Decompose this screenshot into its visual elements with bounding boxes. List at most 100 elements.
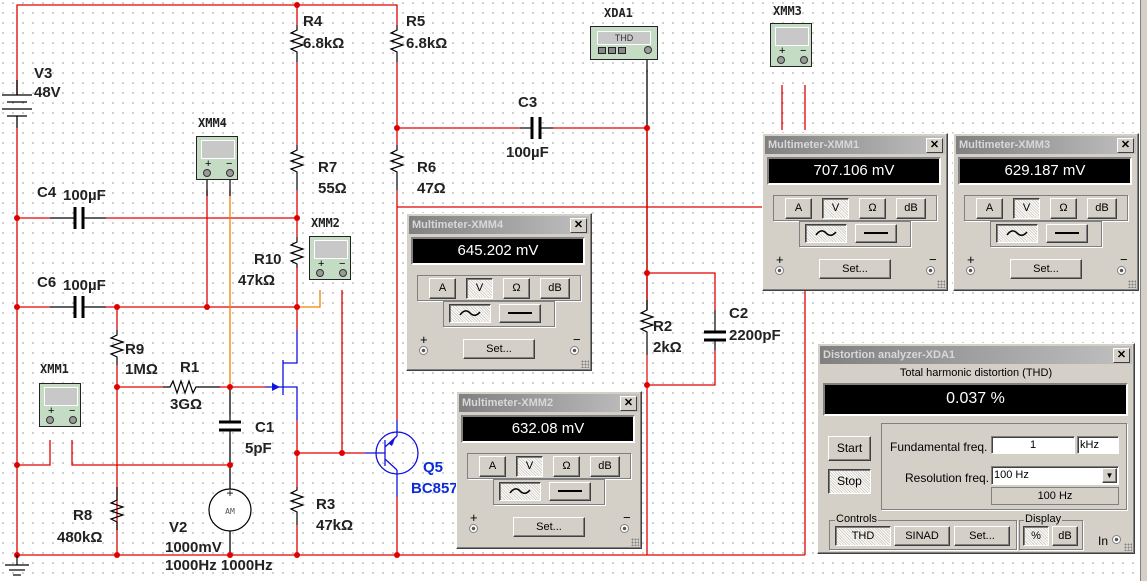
- resistor-R9: [109, 330, 125, 365]
- fundamental-freq-unit[interactable]: kHz: [1077, 436, 1119, 454]
- negative-terminal[interactable]: [620, 524, 629, 533]
- ohmmeter-button[interactable]: Ω: [553, 456, 580, 477]
- close-button[interactable]: ✕: [620, 396, 637, 411]
- thd-button[interactable]: THD: [835, 526, 891, 546]
- multimeter-icon-XMM3[interactable]: +−: [770, 23, 812, 67]
- percent-button[interactable]: %: [1023, 526, 1049, 546]
- close-button[interactable]: ✕: [570, 218, 587, 233]
- sinad-button[interactable]: SINAD: [894, 526, 950, 546]
- dc-button[interactable]: [1046, 224, 1088, 243]
- ammeter-button[interactable]: A: [429, 278, 456, 299]
- multimeter-icon-XMM1[interactable]: +−: [39, 383, 81, 427]
- window-titlebar[interactable]: Multimeter-XMM3 ✕: [956, 136, 1136, 154]
- resistor-R2: [639, 300, 655, 355]
- voltmeter-button[interactable]: V: [822, 198, 849, 219]
- positive-terminal[interactable]: [966, 266, 975, 275]
- stop-button[interactable]: Stop: [828, 469, 871, 494]
- resize-grip[interactable]: [581, 360, 589, 368]
- ground-symbol: [5, 555, 29, 576]
- positive-terminal[interactable]: [419, 346, 428, 355]
- voltmeter-button[interactable]: V: [1013, 198, 1040, 219]
- voltmeter-button[interactable]: V: [516, 456, 543, 477]
- window-title: Distortion analyzer-XDA1: [823, 349, 956, 361]
- start-button[interactable]: Start: [828, 436, 871, 461]
- resistor-R5: [389, 25, 405, 62]
- label-C1: C1: [255, 419, 275, 436]
- ohmmeter-button[interactable]: Ω: [503, 278, 530, 299]
- ac-button[interactable]: [499, 482, 541, 501]
- ac-button[interactable]: [805, 224, 847, 243]
- set-button[interactable]: Set...: [463, 339, 535, 359]
- thd-screen: THD: [597, 31, 651, 45]
- db-button[interactable]: dB: [1052, 526, 1078, 546]
- resize-grip[interactable]: [631, 538, 639, 546]
- set-button[interactable]: Set...: [954, 526, 1010, 546]
- multimeter-icon-XMM4[interactable]: +−: [196, 136, 238, 180]
- resistor-R10: [289, 237, 305, 268]
- negative-terminal[interactable]: [926, 266, 935, 275]
- ammeter-button[interactable]: A: [976, 198, 1003, 219]
- voltmeter-button[interactable]: V: [466, 278, 493, 299]
- value-Q5: BC857: [411, 481, 456, 496]
- decibel-button[interactable]: dB: [540, 278, 570, 299]
- resize-grip[interactable]: [1128, 280, 1136, 288]
- sine-wave-icon: [815, 230, 837, 236]
- negative-terminal[interactable]: [1117, 266, 1126, 275]
- fundamental-freq-input[interactable]: 1: [991, 436, 1075, 454]
- set-button[interactable]: Set...: [513, 517, 585, 537]
- dc-button[interactable]: [549, 482, 591, 501]
- positive-terminal[interactable]: [469, 524, 478, 533]
- capacitor-C6: [73, 296, 85, 318]
- input-terminal[interactable]: [1112, 535, 1121, 544]
- ohmmeter-button[interactable]: Ω: [859, 198, 886, 219]
- label-V2: V2: [169, 519, 188, 536]
- distortion-analyzer-icon-XDA1[interactable]: THD: [590, 26, 658, 60]
- label-R3: R3: [316, 496, 336, 513]
- label-R9: R9: [125, 341, 145, 358]
- window-titlebar[interactable]: Multimeter-XMM2 ✕: [459, 394, 639, 412]
- window-titlebar[interactable]: Multimeter-XMM1 ✕: [765, 136, 945, 154]
- multimeter-icon-XMM2[interactable]: +−: [309, 236, 351, 280]
- window-titlebar[interactable]: Distortion analyzer-XDA1 ✕: [820, 346, 1132, 364]
- resize-grip[interactable]: [1124, 543, 1132, 551]
- label-C2: C2: [729, 305, 749, 322]
- negative-terminal[interactable]: [570, 346, 579, 355]
- dc-button[interactable]: [499, 304, 541, 323]
- close-button[interactable]: ✕: [1117, 138, 1134, 153]
- sine-wave-icon: [1006, 230, 1028, 236]
- plus-label: +: [967, 252, 975, 267]
- resolution-freq-value: 100 Hz: [994, 469, 1029, 481]
- in-label: In: [1098, 534, 1109, 548]
- ohmmeter-button[interactable]: Ω: [1050, 198, 1077, 219]
- chevron-down-icon[interactable]: ▼: [1102, 468, 1117, 483]
- resize-grip[interactable]: [937, 280, 945, 288]
- value-R9: 1MΩ: [125, 361, 158, 378]
- close-button[interactable]: ✕: [926, 138, 943, 153]
- dc-button[interactable]: [855, 224, 897, 243]
- window-titlebar[interactable]: Multimeter-XMM4 ✕: [409, 216, 589, 234]
- decibel-button[interactable]: dB: [590, 456, 620, 477]
- fundamental-freq-label: Fundamental freq.: [890, 440, 988, 454]
- minus-label: −: [573, 332, 581, 347]
- set-button[interactable]: Set...: [819, 259, 891, 279]
- label-C6: C6: [37, 274, 57, 291]
- decibel-button[interactable]: dB: [896, 198, 926, 219]
- close-button[interactable]: ✕: [1113, 348, 1130, 363]
- ac-button[interactable]: [996, 224, 1038, 243]
- ammeter-button[interactable]: A: [479, 456, 506, 477]
- dc-line-icon: [508, 312, 532, 314]
- value-R2: 2kΩ: [653, 339, 682, 356]
- resolution-freq-select[interactable]: 100 Hz ▼: [991, 466, 1119, 485]
- dc-line-icon: [864, 232, 888, 234]
- ammeter-button[interactable]: A: [785, 198, 812, 219]
- positive-terminal[interactable]: [775, 266, 784, 275]
- decibel-button[interactable]: dB: [1087, 198, 1117, 219]
- label-R4: R4: [303, 13, 323, 30]
- set-button[interactable]: Set...: [1010, 259, 1082, 279]
- resistor-R3: [289, 487, 305, 525]
- vertical-scrollbar[interactable]: [1140, 0, 1147, 581]
- controls-label: Controls: [835, 513, 878, 525]
- multimeter-window-xmm3: Multimeter-XMM3 ✕ 629.187 mV A V Ω dB + …: [953, 133, 1139, 291]
- thd-display: 0.037 %: [823, 383, 1128, 416]
- ac-button[interactable]: [449, 304, 491, 323]
